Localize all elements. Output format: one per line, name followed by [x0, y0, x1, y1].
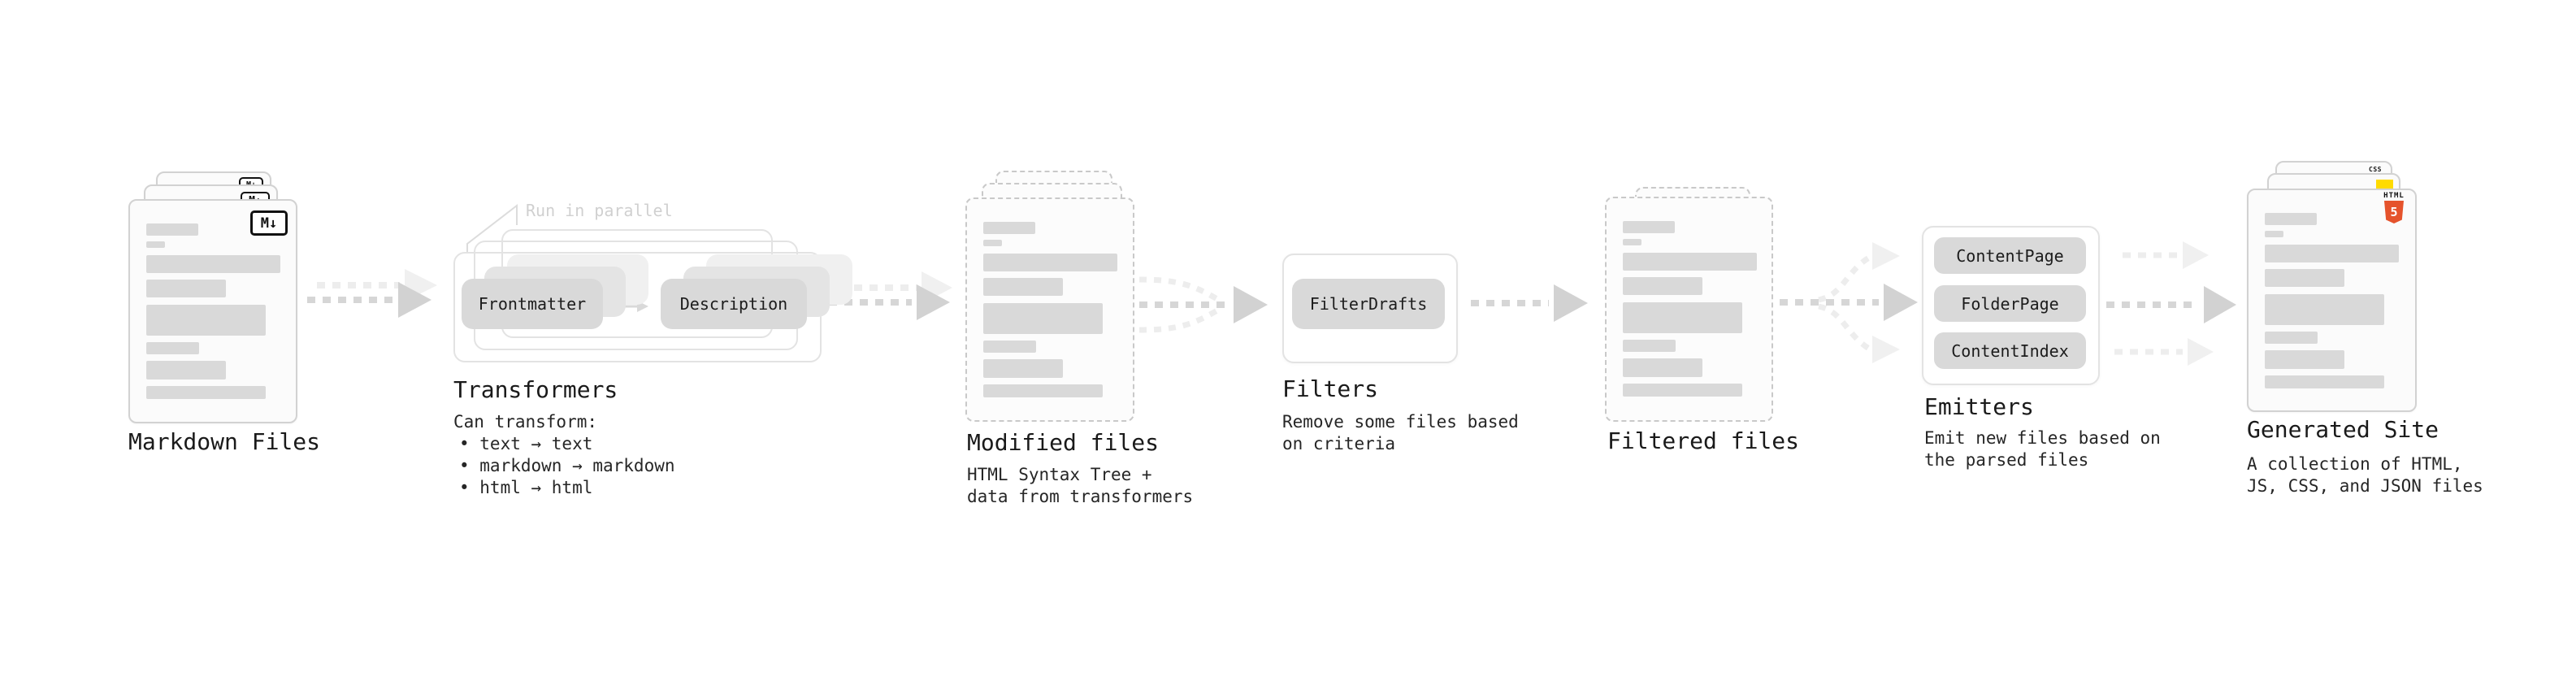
markdown-file-card-front: M↓: [128, 199, 297, 423]
text-line-bar: [983, 240, 1002, 246]
transformers-note-title: Can transform:: [453, 412, 598, 432]
arrows-emitters-to-generated: [2106, 241, 2236, 366]
filtered-files-label: Filtered files: [1607, 427, 1800, 454]
text-line-bar: [146, 386, 266, 399]
modified-files-note: HTML Syntax Tree + data from transformer…: [967, 464, 1193, 508]
text-line-bar: [2265, 294, 2384, 325]
arrow-markdown-to-transformers: [307, 269, 437, 318]
text-line-bar: [146, 280, 226, 297]
text-line-bar: [983, 303, 1103, 334]
run-in-parallel-note: Run in parallel: [526, 201, 673, 220]
modified-file-card-front: [965, 197, 1134, 422]
css-icon-label: CSS: [2369, 166, 2382, 173]
filters-heading: Filters: [1282, 375, 1379, 402]
bullet-item: • markdown → markdown: [459, 456, 675, 475]
text-line-bar: [1623, 221, 1675, 233]
html5-icon-number: 5: [2390, 205, 2398, 219]
text-line-bar: [2265, 375, 2384, 388]
text-line-bar: [983, 278, 1063, 296]
text-line-bar: [146, 241, 165, 248]
transformers-bullet-list: • text → text • markdown → markdown • ht…: [459, 433, 675, 499]
text-line-bar: [146, 361, 226, 380]
html5-icon-shield: 5: [2384, 201, 2404, 223]
text-line-bar: [1623, 239, 1641, 245]
html5-icon-wordmark: HTML: [2383, 192, 2405, 200]
text-line-bar: [2265, 332, 2318, 344]
filterdrafts-pill: FilterDrafts: [1292, 279, 1445, 329]
transformers-heading: Transformers: [453, 376, 618, 403]
text-line-bar: [983, 254, 1117, 271]
markdown-files-label: Markdown Files: [128, 428, 321, 455]
note-line: A collection of HTML,: [2247, 454, 2463, 474]
arrow-filters-to-filtered: [1471, 284, 1588, 322]
note-line: Emit new files based on: [1924, 428, 2161, 448]
text-line-bar: [146, 223, 198, 236]
markdown-icon: M↓: [250, 210, 288, 236]
note-line: data from transformers: [967, 487, 1194, 506]
contentpage-pill: ContentPage: [1934, 237, 2086, 274]
note-line: the parsed files: [1924, 450, 2089, 470]
generated-site-stack: CSS HTML 5: [2247, 161, 2442, 412]
text-line-bar: [2265, 245, 2399, 262]
frontmatter-pill: Frontmatter: [462, 279, 603, 329]
bullet-item: • text → text: [459, 434, 593, 453]
text-line-bar: [2265, 350, 2344, 369]
modified-files-stack: [965, 170, 1160, 422]
filtered-file-card-front: [1605, 197, 1773, 422]
generated-site-note: A collection of HTML, JS, CSS, and JSON …: [2247, 453, 2483, 497]
folderpage-pill: FolderPage: [1934, 285, 2086, 322]
arrow-filtered-to-emitters-fanout: [1780, 242, 1918, 363]
text-line-bar: [983, 340, 1036, 353]
text-line-bar: [2265, 213, 2317, 225]
text-line-bar: [1623, 384, 1742, 397]
html5-icon: HTML 5: [2383, 192, 2405, 223]
note-line: HTML Syntax Tree +: [967, 465, 1152, 484]
description-pill: Description: [661, 279, 807, 329]
text-line-bar: [983, 359, 1063, 378]
emitters-heading: Emitters: [1924, 393, 2034, 420]
text-line-bar: [2265, 269, 2344, 287]
markdown-files-stack: M↓ M↓ M↓: [128, 171, 323, 423]
text-line-bar: [146, 305, 266, 336]
contentindex-pill: ContentIndex: [1934, 332, 2086, 369]
note-line: on criteria: [1282, 434, 1396, 453]
text-line-bar: [1623, 340, 1676, 352]
filters-note: Remove some files based on criteria: [1282, 411, 1519, 455]
text-line-bar: [1623, 253, 1757, 271]
note-line: JS, CSS, and JSON files: [2247, 476, 2483, 496]
generated-site-label: Generated Site: [2247, 416, 2439, 443]
modified-files-label: Modified files: [967, 429, 1160, 456]
text-line-bar: [146, 255, 280, 273]
text-line-bar: [1623, 302, 1742, 333]
bullet-item: • html → html: [459, 478, 593, 497]
text-line-bar: [1623, 358, 1702, 377]
javascript-icon: [2376, 180, 2393, 190]
text-line-bar: [2265, 231, 2283, 237]
text-line-bar: [983, 384, 1103, 397]
text-line-bar: [983, 222, 1035, 234]
text-line-bar: [146, 342, 199, 354]
html-file-card-front: HTML 5: [2247, 189, 2417, 412]
note-line: Remove some files based: [1282, 412, 1519, 432]
text-line-bar: [1623, 277, 1702, 295]
emitters-note: Emit new files based on the parsed files: [1924, 427, 2161, 471]
filtered-files-stack: [1605, 185, 1800, 422]
